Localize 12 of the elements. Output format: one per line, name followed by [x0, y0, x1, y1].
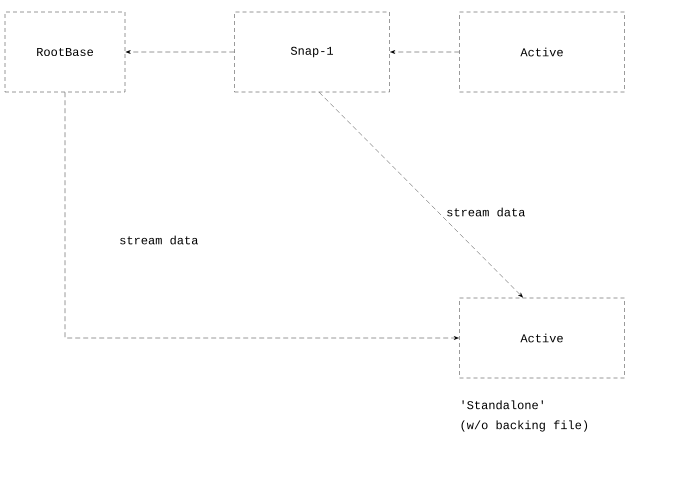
arrow [64, 92, 459, 340]
node-label: (w/o backing file) [462, 420, 588, 432]
process-box: Snap-1 [234, 12, 390, 92]
node-label: 'Standalone' [462, 400, 543, 410]
process-box: Active [459, 12, 625, 92]
arrow [390, 50, 460, 54]
edge-label: stream data [118, 234, 200, 246]
process-box: RootBase [4, 12, 126, 92]
arrow [318, 92, 524, 298]
process-box: Active [459, 298, 625, 378]
edge-label: stream data [445, 206, 526, 218]
arrow [126, 50, 234, 54]
